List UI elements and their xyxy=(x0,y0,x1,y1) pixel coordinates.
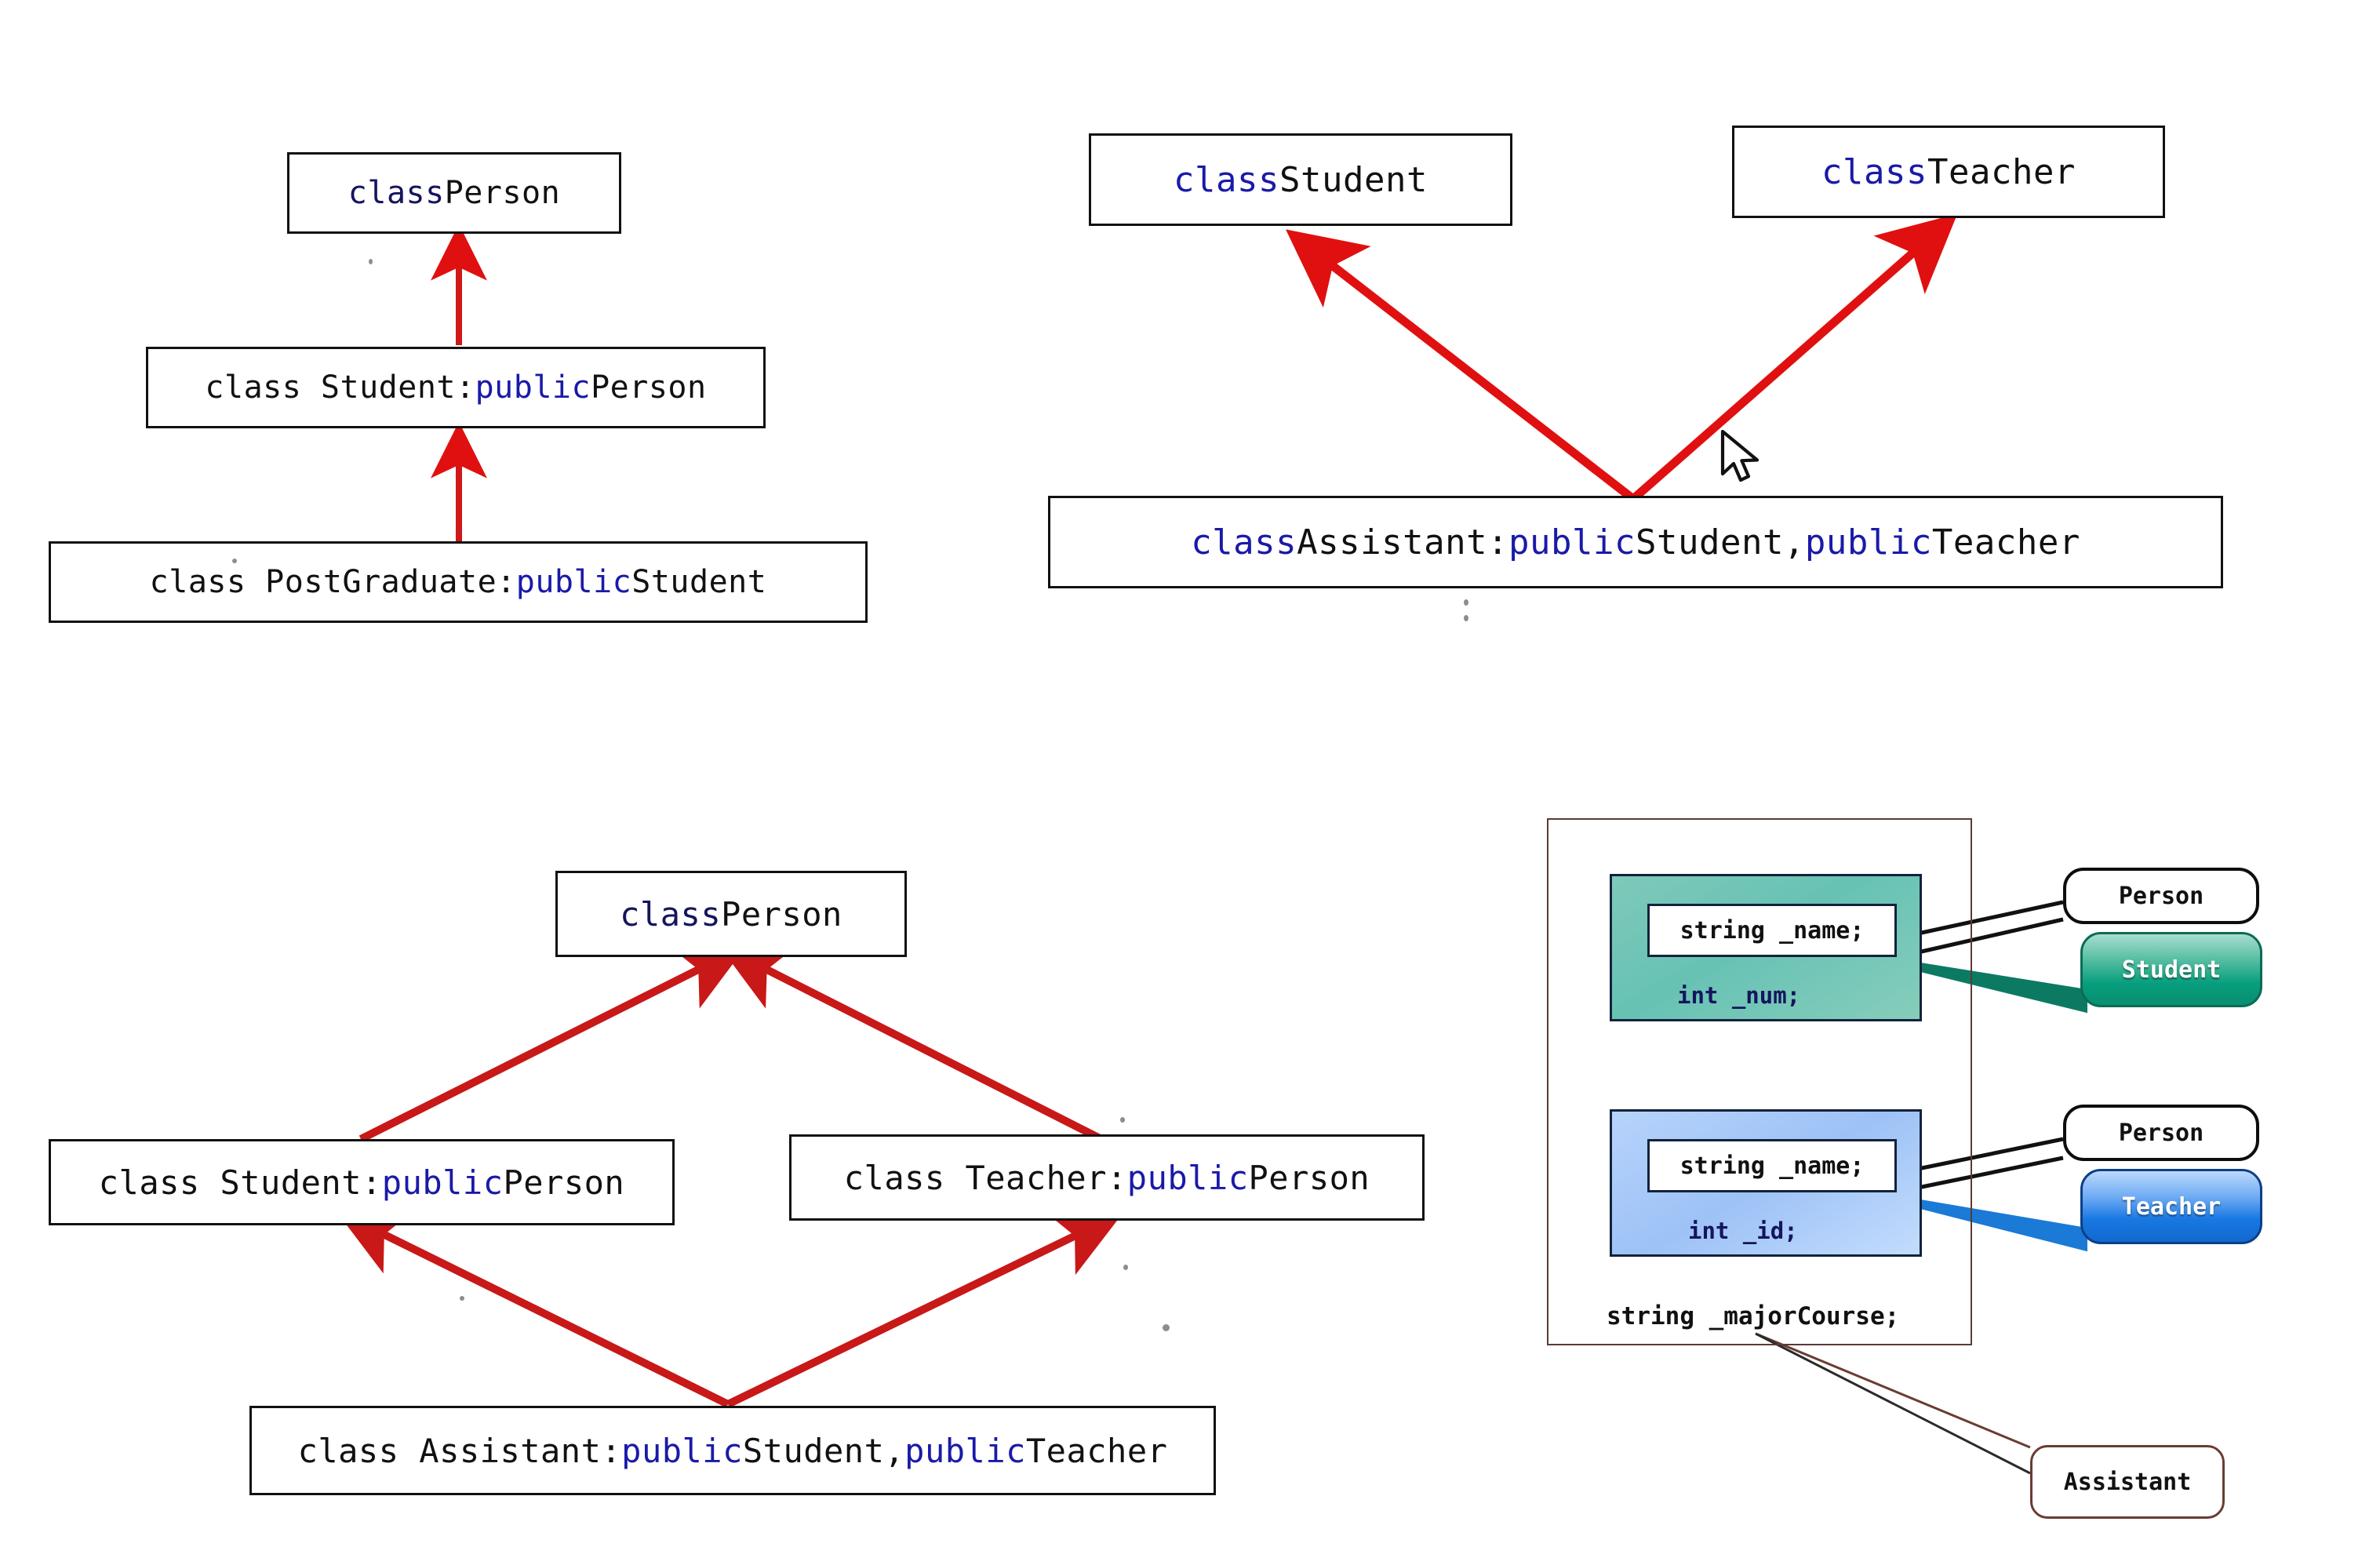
public-keyword: public xyxy=(621,1431,743,1470)
teacher-class-pill[interactable]: Teacher xyxy=(2080,1169,2262,1244)
box-class-teacher-public-person-diamond[interactable]: class Teacher:public Person xyxy=(789,1134,1425,1221)
class-keyword: class xyxy=(1821,151,1927,192)
assistant-decl-prefix: class Assistant: xyxy=(297,1431,622,1470)
public-keyword: public xyxy=(381,1163,504,1202)
student-num-member: int _num; xyxy=(1677,982,1800,1009)
artifact-speck xyxy=(1464,615,1468,621)
postgraduate-decl-prefix: class PostGraduate: xyxy=(149,564,516,600)
student-decl-prefix: class Student: xyxy=(98,1163,382,1202)
public-keyword: public xyxy=(1508,522,1636,562)
mouse-cursor xyxy=(1720,430,1760,482)
public-keyword: public xyxy=(475,369,591,406)
student-class-pill[interactable]: Student xyxy=(2080,932,2262,1007)
student-class-pill-label: Student xyxy=(2121,956,2222,984)
assistant-majorcourse-text: string _majorCourse; xyxy=(1607,1302,1900,1330)
person-identifier: Person xyxy=(721,894,842,934)
person-base-pill-label: Person xyxy=(2118,1119,2204,1147)
person-base-pill-student[interactable]: Person xyxy=(2063,868,2259,924)
box-class-student-multi[interactable]: class Student xyxy=(1089,133,1512,226)
person-base-pill-teacher[interactable]: Person xyxy=(2063,1105,2259,1161)
teacher-decl-prefix: class Teacher: xyxy=(843,1158,1127,1197)
public-keyword: public xyxy=(1126,1158,1249,1197)
class-keyword: class xyxy=(348,175,445,211)
student-name-field-text: string _name; xyxy=(1679,916,1865,945)
teacher-name-field-text: string _name; xyxy=(1679,1152,1865,1180)
student-comma: Student, xyxy=(742,1431,905,1470)
box-class-student-public-person-diamond[interactable]: class Student:public Person xyxy=(49,1139,675,1225)
box-class-assistant-multi[interactable]: class Assistant:public Student,public Te… xyxy=(1048,496,2223,588)
teacher-identifier: Teacher xyxy=(1025,1431,1168,1470)
public-keyword: public xyxy=(515,564,632,600)
box-class-assistant-diamond[interactable]: class Assistant:public Student,public Te… xyxy=(249,1406,1216,1495)
person-identifier: Person xyxy=(591,369,707,406)
assistant-class-pill[interactable]: Assistant xyxy=(2030,1445,2225,1519)
student-name-field[interactable]: string _name; xyxy=(1647,904,1897,957)
person-identifier: Person xyxy=(503,1163,625,1202)
student-decl-prefix: class Student: xyxy=(205,369,475,406)
assistant-object-frame xyxy=(1547,818,1972,1345)
artifact-speck xyxy=(1464,599,1468,606)
class-keyword: class xyxy=(1191,522,1297,562)
public-keyword: public xyxy=(904,1431,1026,1470)
teacher-name-field[interactable]: string _name; xyxy=(1647,1139,1897,1192)
person-identifier: Person xyxy=(444,175,561,211)
box-class-person-single[interactable]: class Person xyxy=(287,152,621,234)
teacher-id-member: int _id; xyxy=(1688,1218,1798,1244)
student-identifier: Student xyxy=(631,564,767,600)
artifact-speck xyxy=(1123,1265,1128,1270)
artifact-speck xyxy=(1163,1324,1170,1331)
class-keyword: class xyxy=(620,894,722,934)
teacher-identifier: Teacher xyxy=(1931,522,2080,562)
person-base-pill-label: Person xyxy=(2118,882,2204,910)
artifact-speck xyxy=(1120,1117,1125,1123)
person-identifier: Person xyxy=(1248,1158,1370,1197)
box-class-student-public-person[interactable]: class Student:public Person xyxy=(146,347,766,428)
assistant-majorcourse-member: string _majorCourse; xyxy=(1607,1302,1899,1330)
teacher-identifier: Teacher xyxy=(1927,151,2076,192)
artifact-speck xyxy=(369,259,373,264)
assistant-class-pill-label: Assistant xyxy=(2063,1468,2192,1496)
assistant-decl-prefix: Assistant: xyxy=(1297,522,1509,562)
artifact-speck xyxy=(460,1296,464,1301)
student-comma: Student, xyxy=(1636,522,1805,562)
artifact-speck xyxy=(232,559,237,563)
box-class-teacher-multi[interactable]: class Teacher xyxy=(1732,126,2165,218)
teacher-id-member-text: int _id; xyxy=(1688,1218,1798,1244)
box-class-person-diamond[interactable]: class Person xyxy=(555,871,907,957)
class-keyword: class xyxy=(1174,159,1279,200)
box-class-postgraduate-public-student[interactable]: class PostGraduate:public Student xyxy=(49,541,868,623)
student-num-member-text: int _num; xyxy=(1677,982,1801,1009)
teacher-class-pill-label: Teacher xyxy=(2121,1192,2222,1221)
public-keyword: public xyxy=(1804,522,1932,562)
student-identifier: Student xyxy=(1279,159,1428,200)
